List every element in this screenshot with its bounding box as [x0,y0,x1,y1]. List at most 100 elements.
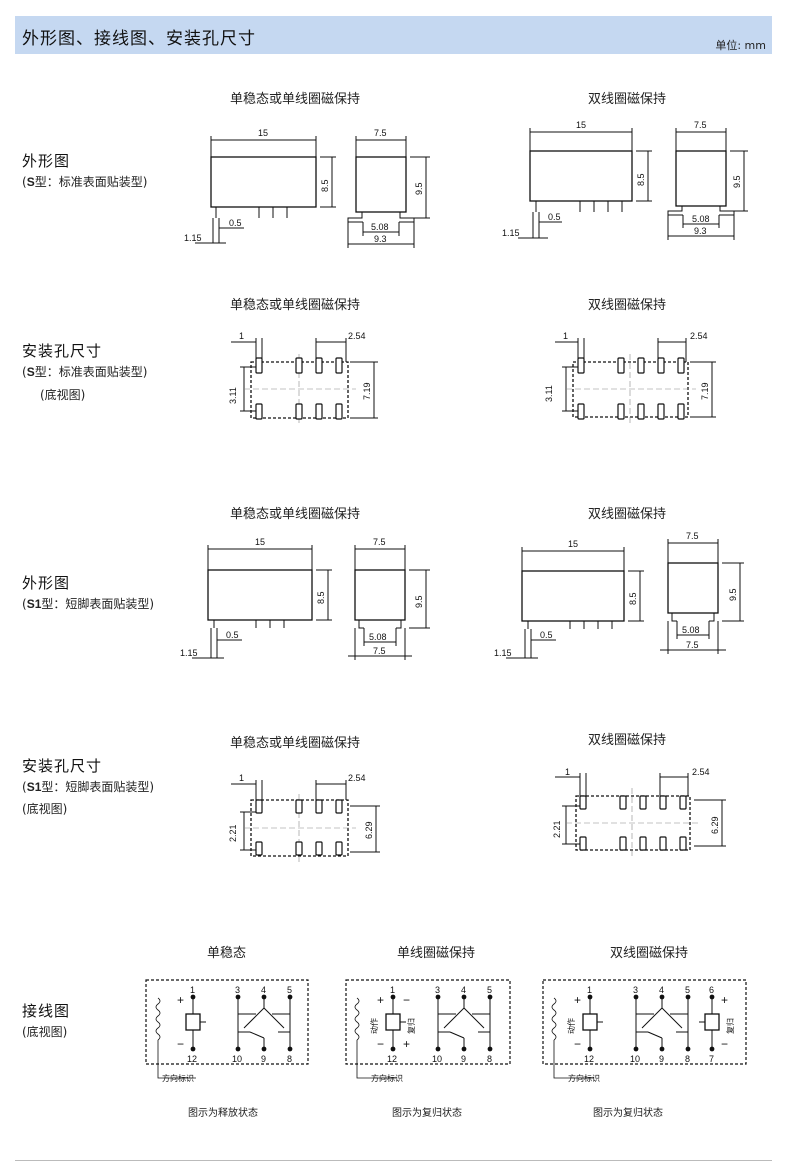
svg-text:1: 1 [587,985,592,995]
svg-text:+: + [377,993,384,1007]
wiring-title-single-coil: 单线圈磁保持 [397,946,476,961]
svg-text:2.21: 2.21 [552,820,562,838]
wiring-note-single-coil: 图示为复归状态 [392,1108,462,1119]
svg-text:+: + [721,993,728,1007]
svg-text:4: 4 [261,985,266,995]
svg-text:8.5: 8.5 [316,591,326,604]
svg-text:3: 3 [435,985,440,995]
svg-text:9.5: 9.5 [732,175,742,188]
svg-text:动作: 动作 [369,1018,379,1034]
section-sub-outline-s: (S型：标准表面贴装型) [22,175,148,189]
caption-double-3: 双线圈磁保持 [588,507,667,522]
section-title-holes-s: 安装孔尺寸 [22,342,103,360]
svg-text:8: 8 [487,1054,492,1064]
svg-text:复归: 复归 [406,1018,416,1034]
svg-text:7.5: 7.5 [686,531,699,541]
svg-text:12: 12 [584,1054,594,1064]
svg-text:2.54: 2.54 [348,773,366,783]
svg-text:+: + [177,993,184,1007]
svg-text:15: 15 [255,537,265,547]
svg-text:2.21: 2.21 [228,824,238,842]
svg-text:15: 15 [568,539,578,549]
section-header-bar: 外形图、接线图、安装孔尺寸 单位: mm [15,16,772,54]
dim-height-body: 8.5 [320,179,330,192]
svg-text:1.15: 1.15 [180,648,198,658]
svg-text:1: 1 [565,767,570,777]
dim-height-total: 9.5 [414,182,424,195]
svg-text:1: 1 [239,331,244,341]
svg-text:4: 4 [461,985,466,995]
svg-text:3.11: 3.11 [228,387,238,404]
svg-text:8: 8 [287,1054,292,1064]
dim-width: 7.5 [374,128,387,138]
svg-text:1: 1 [239,773,244,783]
svg-text:4: 4 [659,985,664,995]
section-title-outline-s: 外形图 [22,152,71,170]
svg-text:方向标识: 方向标识 [162,1073,194,1083]
dim-foot: 9.3 [374,234,387,244]
svg-text:7.5: 7.5 [373,537,386,547]
svg-text:+: + [403,1037,410,1051]
svg-text:−: − [721,1037,728,1051]
svg-text:9.3: 9.3 [694,226,707,236]
svg-text:6.29: 6.29 [364,821,374,839]
section-sub-holes-s1: (S1型：短脚表面贴装型) [22,780,155,794]
page-title: 外形图、接线图、安装孔尺寸 [22,29,256,49]
svg-text:−: − [377,1037,384,1051]
svg-text:7: 7 [709,1054,714,1064]
svg-text:动作: 动作 [566,1018,576,1034]
section-title-outline-s1: 外形图 [22,574,71,592]
svg-text:1: 1 [563,331,568,341]
svg-text:8: 8 [685,1054,690,1064]
svg-text:9.5: 9.5 [414,595,424,608]
svg-text:1.15: 1.15 [494,648,512,658]
svg-text:1: 1 [190,985,195,995]
svg-text:−: − [574,1037,581,1051]
svg-text:5.08: 5.08 [369,632,387,642]
svg-text:9.5: 9.5 [728,588,738,601]
svg-text:7.5: 7.5 [686,640,699,650]
svg-text:−: − [177,1037,184,1051]
svg-text:6.29: 6.29 [710,816,720,834]
dim-pin-offset: 0.5 [229,218,242,228]
svg-text:12: 12 [387,1054,397,1064]
svg-text:5: 5 [487,985,492,995]
svg-text:2.54: 2.54 [692,767,710,777]
section-extra-wiring: (底视图) [22,1025,68,1039]
section-sub-holes-s: (S型：标准表面贴装型) [22,365,148,379]
svg-text:0.5: 0.5 [226,630,239,640]
section-title-wiring: 接线图 [22,1002,71,1020]
svg-text:8.5: 8.5 [628,592,638,605]
svg-text:2.54: 2.54 [690,331,708,341]
section-title-holes-s1: 安装孔尺寸 [22,757,103,775]
wiring-note-double-coil: 图示为复归状态 [593,1108,663,1119]
caption-single-1: 单稳态或单线圈磁保持 [230,92,361,107]
svg-text:0.5: 0.5 [548,212,561,222]
svg-text:5: 5 [287,985,292,995]
svg-text:9: 9 [261,1054,266,1064]
svg-text:3: 3 [235,985,240,995]
section-extra-holes-s1: (底视图) [22,802,68,816]
dim-pin-gap: 1.15 [184,233,202,243]
caption-single-3: 单稳态或单线圈磁保持 [230,507,361,522]
footer-divider [15,1160,772,1161]
section-extra-holes-s: (底视图) [40,388,86,402]
svg-text:方向标识: 方向标识 [371,1073,403,1083]
svg-text:10: 10 [232,1054,242,1064]
caption-double-4: 双线圈磁保持 [588,733,667,748]
svg-text:3.11: 3.11 [544,385,554,402]
section-sub-outline-s1: (S1型：短脚表面贴装型) [22,597,155,611]
svg-text:9: 9 [659,1054,664,1064]
svg-text:12: 12 [187,1054,197,1064]
svg-text:15: 15 [576,120,586,130]
svg-text:3: 3 [633,985,638,995]
unit-label: 单位: mm [715,39,766,52]
